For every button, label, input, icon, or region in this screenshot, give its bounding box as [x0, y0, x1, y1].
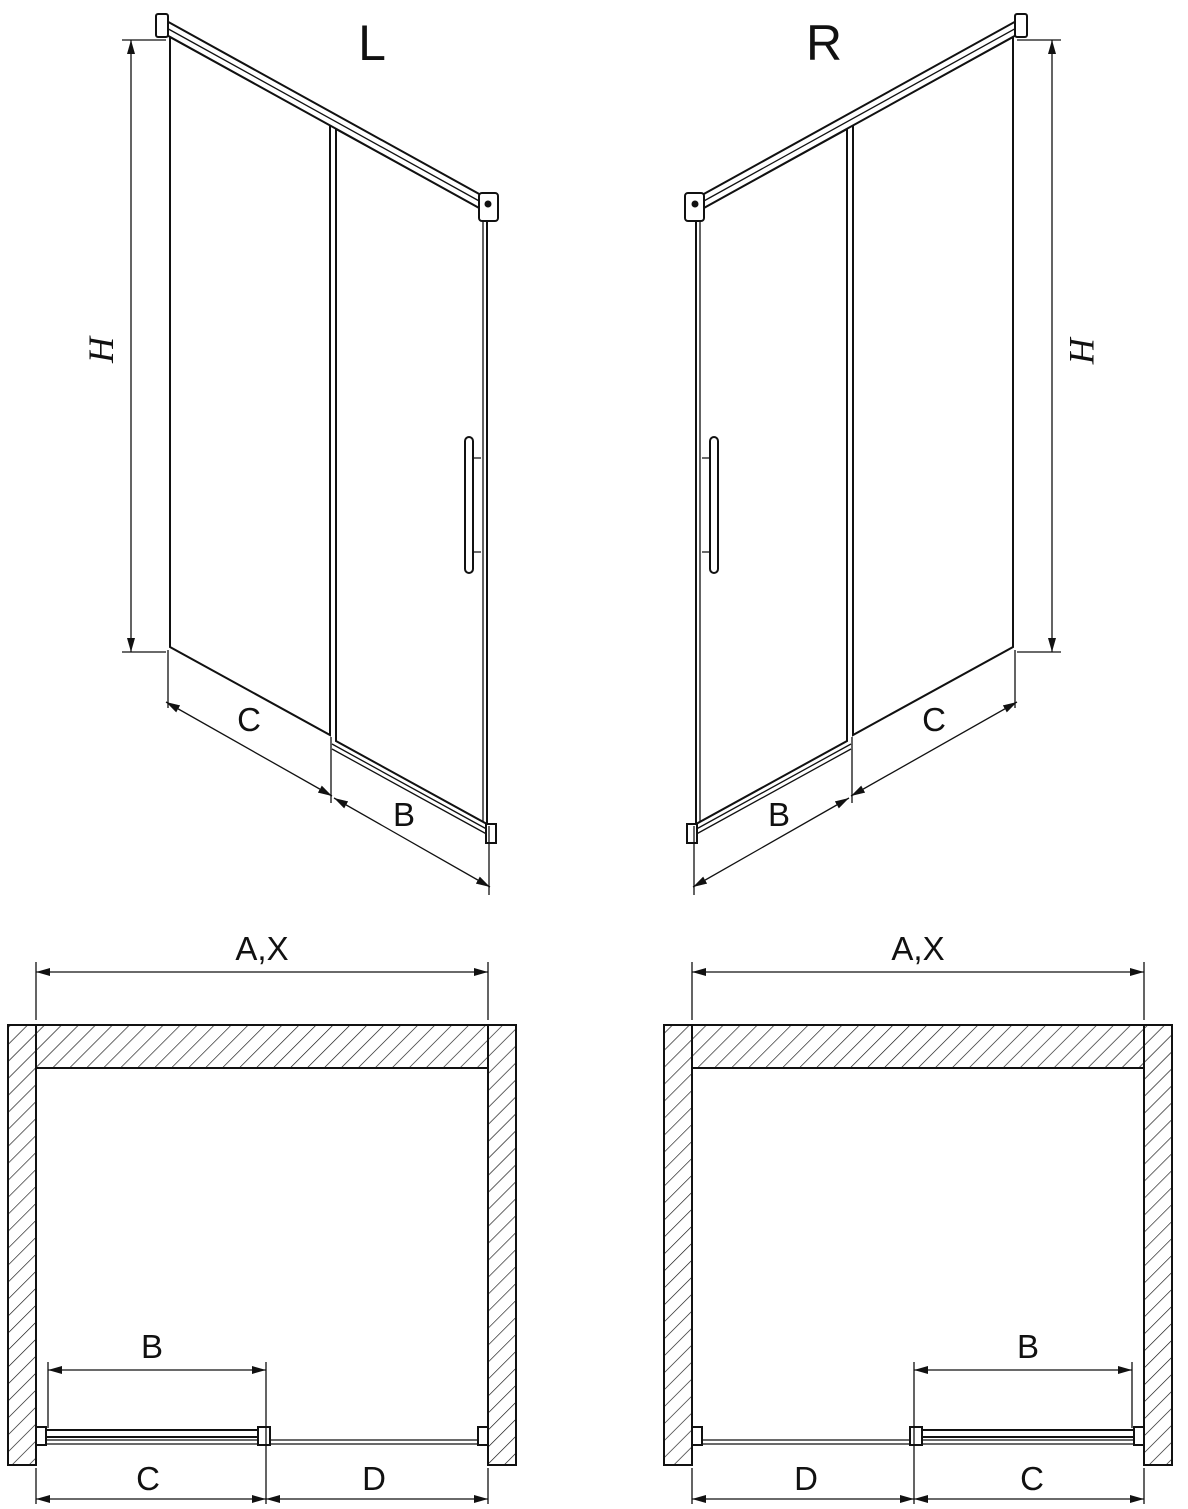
door-end-block: [909, 1426, 923, 1446]
sliding-door-plan: [913, 1429, 1137, 1438]
door-end-block: [257, 1426, 271, 1446]
dim-label-h: H: [1062, 336, 1102, 365]
dim-label-b: B: [141, 1328, 163, 1365]
iso-right-title: R: [806, 15, 842, 71]
handle-mounts: [473, 457, 481, 553]
iso-view-left: L H C B: [81, 13, 499, 895]
extension-lines: [693, 39, 1061, 895]
extension-lines-bottom: [691, 1362, 1145, 1505]
top-rail-inner-line: [692, 25, 1021, 208]
dim-label-c: C: [237, 701, 261, 738]
dim-label-h: H: [81, 335, 121, 364]
roller-bolt: [484, 200, 492, 208]
top-rail-inner-line: [162, 25, 491, 208]
dim-label-b: B: [393, 796, 415, 833]
wall-right: [487, 1024, 517, 1466]
wall-profile-right: [1133, 1426, 1145, 1446]
bottom-guide-cap: [485, 823, 497, 844]
bottom-guide-cap: [686, 823, 698, 844]
dim-line-b: [333, 797, 491, 888]
dim-line-b: [692, 797, 850, 888]
fixed-panel-glass: [169, 35, 331, 737]
fixed-panel-glass: [852, 35, 1014, 737]
iso-left-title: L: [358, 15, 386, 71]
dim-label-total: A,X: [891, 930, 944, 967]
dim-label-c: C: [136, 1460, 160, 1497]
wall-left: [7, 1024, 37, 1466]
sliding-door-plan: [43, 1429, 267, 1438]
wall-left: [663, 1024, 693, 1466]
rail-end-cap: [1014, 13, 1028, 38]
dim-label-b: B: [768, 796, 790, 833]
extension-lines-bottom: [35, 1362, 489, 1505]
wall-back: [691, 1024, 1145, 1069]
extension-lines-total: [691, 962, 1145, 1020]
door-handle: [464, 436, 474, 574]
dim-label-c: C: [922, 701, 946, 738]
wall-back: [35, 1024, 489, 1069]
handle-mounts: [702, 457, 710, 553]
extension-lines: [122, 39, 490, 895]
rail-end-cap: [155, 13, 169, 38]
dim-label-d: D: [794, 1460, 818, 1497]
wall-profile-left: [691, 1426, 703, 1446]
roller-bolt: [691, 200, 699, 208]
dim-label-total: A,X: [235, 930, 288, 967]
plan-view-left: A,X B C D: [7, 930, 517, 1505]
dim-label-d: D: [362, 1460, 386, 1497]
plan-view-right: A,X B D C: [663, 930, 1173, 1505]
wall-profile-left: [35, 1426, 47, 1446]
dim-label-b: B: [1017, 1328, 1039, 1365]
extension-lines-total: [35, 962, 489, 1020]
wall-right: [1143, 1024, 1173, 1466]
dim-line-c: [165, 701, 333, 797]
dim-label-c: C: [1020, 1460, 1044, 1497]
wall-profile-right: [477, 1426, 489, 1446]
door-handle: [709, 436, 719, 574]
iso-view-right: R H C B: [684, 13, 1102, 895]
dim-line-c: [850, 701, 1018, 797]
